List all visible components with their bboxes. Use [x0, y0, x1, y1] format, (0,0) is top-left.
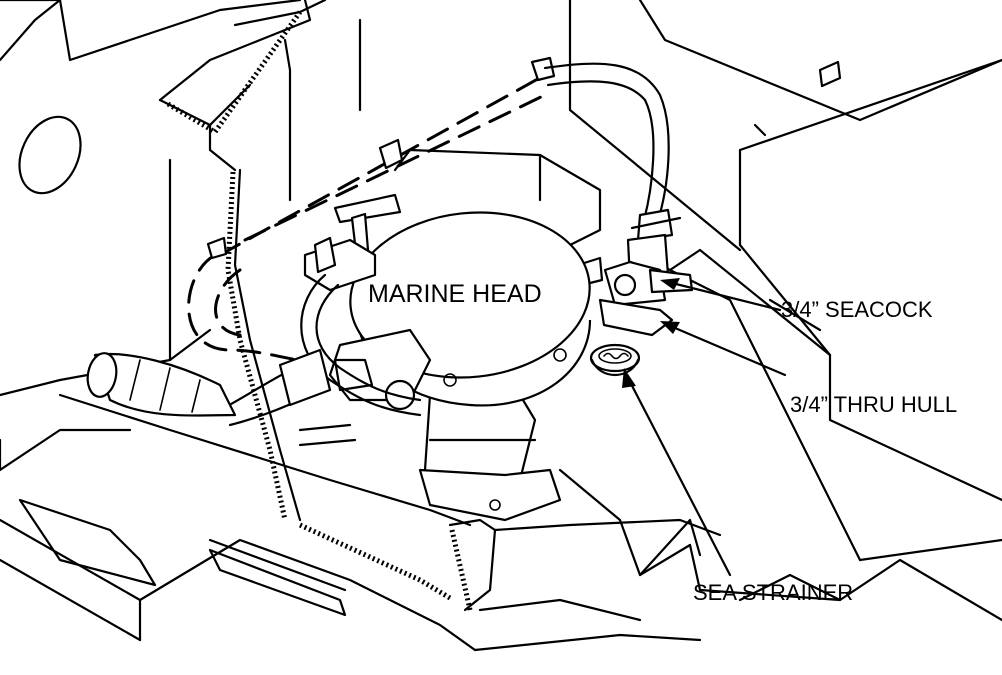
bulkhead-column — [158, 0, 362, 522]
callout-leaders — [622, 278, 787, 577]
hidden-hose-dashed — [187, 73, 547, 362]
thru-hull-arrowhead — [660, 321, 680, 334]
seacock-assembly — [576, 233, 694, 337]
thru-hull-label: 3/4” THRU HULL — [790, 392, 957, 417]
hose-clips — [206, 56, 556, 260]
thru-hull-leader-line — [666, 323, 787, 377]
sea-strainer-part — [589, 343, 641, 376]
marine-head-label: MARINE HEAD — [368, 280, 542, 308]
seacock-leader-line — [666, 280, 782, 312]
discharge-hoses — [86, 273, 422, 447]
seacock-arrowhead — [660, 278, 680, 290]
seacock-label: 3/4” SEACOCK — [781, 297, 933, 322]
sea-strainer-arrowhead — [622, 368, 636, 388]
marine-head-unit — [303, 193, 592, 522]
hull-structure — [0, 0, 1002, 502]
sea-strainer-leader-line — [626, 376, 732, 577]
intake-hose — [543, 62, 682, 242]
sea-strainer-label: SEA STRAINER — [693, 580, 853, 605]
